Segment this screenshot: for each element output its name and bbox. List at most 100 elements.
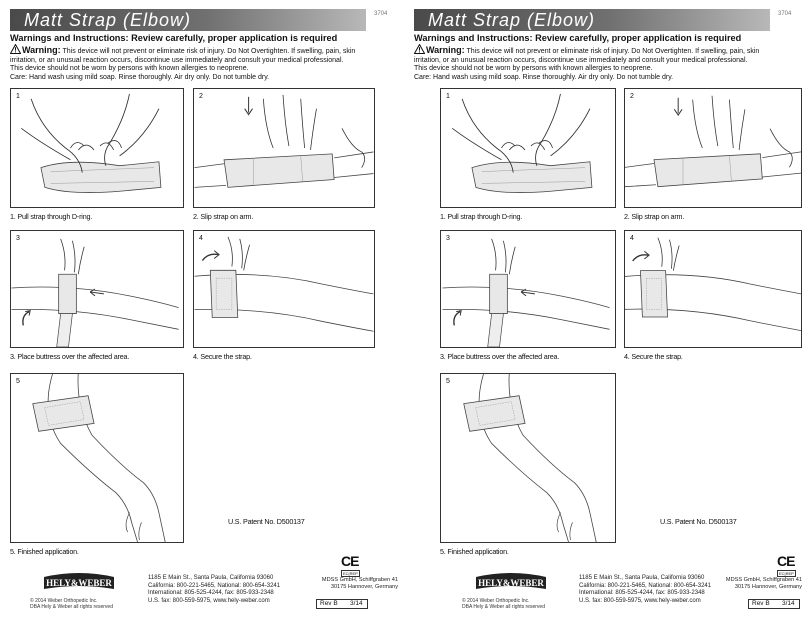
hands-pulling-strap-drawing — [21, 93, 162, 193]
warnings-text: Warning: This device will not prevent or… — [10, 44, 370, 82]
step-4-number: 4 — [199, 235, 203, 242]
warning-label: Warning: — [426, 45, 465, 55]
step-1-number: 1 — [446, 93, 450, 100]
us-address-line-3: International: 805-525-4244, fax: 805-93… — [579, 590, 705, 597]
step-3-caption: 3. Place buttress over the affected area… — [10, 352, 130, 361]
finished-application-drawing — [463, 374, 597, 542]
step-4-caption: 4. Secure the strap. — [624, 352, 683, 361]
patent-number: U.S. Patent No. D500137 — [660, 517, 737, 526]
step-2-caption: 2. Slip strap on arm. — [624, 212, 685, 221]
ec-rep-box: EC|REP — [777, 570, 796, 577]
care-line: Care: Hand wash using mild soap. Rinse t… — [10, 73, 270, 81]
strap-on-arm-drawing — [625, 95, 801, 188]
us-address-line-1: 1185 E Main St., Santa Paula, California… — [579, 575, 705, 581]
part-number: 3704 — [778, 11, 792, 17]
revision-date: 3/14 — [782, 600, 795, 607]
revision-box: Rev B 3/14 — [316, 599, 368, 609]
secure-strap-drawing — [625, 237, 801, 331]
buttress-placement-drawing — [442, 238, 610, 347]
care-line: Care: Hand wash using mild soap. Rinse t… — [414, 73, 674, 81]
eu-address-line-1: MDSS GmbH, Schiffgraben 41 — [321, 577, 398, 583]
us-address: 1185 E Main St., Santa Paula, California… — [579, 575, 711, 605]
step-5-illustration: 5 — [440, 373, 616, 543]
eu-address-line-1: MDSS GmbH, Schiffgraben 41 — [725, 577, 802, 583]
patent-number: U.S. Patent No. D500137 — [228, 517, 305, 526]
copyright-line-1: © 2014 Weber Orthopedic Inc. — [30, 598, 98, 604]
step-1-number: 1 — [16, 93, 20, 100]
finished-application-drawing — [32, 374, 166, 542]
step-2-illustration: 2 — [624, 88, 802, 208]
eu-address-line-2: 30175 Hannover, Germany — [734, 584, 802, 591]
ce-mark: CE — [777, 553, 795, 569]
us-address-line-2: California: 800-221-5465, National: 800-… — [579, 582, 712, 589]
hely-weber-logo: HELY&WEBER — [44, 573, 114, 589]
step-5-number: 5 — [446, 378, 450, 385]
step-4-illustration: 4 — [193, 230, 375, 348]
document-title: Matt Strap (Elbow) — [428, 10, 596, 30]
step-5-caption: 5. Finished application. — [10, 547, 79, 556]
secure-strap-drawing — [194, 236, 374, 332]
warning-triangle-icon — [414, 44, 425, 54]
step-3-number: 3 — [446, 235, 450, 242]
title-banner: Matt Strap (Elbow) — [10, 9, 366, 31]
copyright: © 2014 Weber Orthopedic Inc. DBA Hely & … — [30, 598, 113, 610]
ce-certification: CE EC|REP — [777, 553, 799, 579]
copyright: © 2014 Weber Orthopedic Inc. DBA Hely & … — [462, 598, 545, 610]
revision-box: Rev B 3/14 — [748, 599, 800, 609]
step-5-illustration: 5 — [10, 373, 184, 543]
eu-address-line-2: 30175 Hannover, Germany — [330, 584, 398, 591]
eu-address: MDSS GmbH, Schiffgraben 41 30175 Hannove… — [694, 577, 802, 591]
warning-line-3: This device should not be worn by person… — [10, 65, 249, 73]
warning-label: Warning: — [22, 45, 61, 55]
step-1-caption: 1. Pull strap through D-ring. — [10, 212, 93, 221]
warnings-text: Warning: This device will not prevent or… — [414, 44, 774, 82]
copyright-line-2: DBA Hely & Weber all rights reserved — [462, 604, 545, 610]
us-address: 1185 E Main St., Santa Paula, California… — [148, 575, 280, 605]
warnings-heading: Warnings and Instructions: Review carefu… — [10, 33, 338, 43]
logo-text: HELY&WEBER — [46, 578, 112, 588]
revision-label: Rev B — [320, 600, 338, 607]
buttress-placement-drawing — [11, 238, 179, 347]
step-3-illustration: 3 — [10, 230, 184, 348]
step-3-illustration: 3 — [440, 230, 616, 348]
step-1-illustration: 1 — [10, 88, 184, 208]
step-5-caption: 5. Finished application. — [440, 547, 509, 556]
step-3-caption: 3. Place buttress over the affected area… — [440, 352, 560, 361]
ce-mark: CE — [341, 553, 359, 569]
us-address-line-4: U.S. fax: 800-559-5975, www.hely-weber.c… — [148, 597, 270, 604]
step-3-number: 3 — [16, 235, 20, 242]
logo-text: HELY&WEBER — [478, 578, 544, 588]
step-2-number: 2 — [199, 93, 203, 100]
instruction-sheet-right: Matt Strap (Elbow) 3704 Warnings and Ins… — [404, 0, 808, 621]
copyright-line-2: DBA Hely & Weber all rights reserved — [30, 604, 113, 610]
us-address-line-1: 1185 E Main St., Santa Paula, California… — [148, 575, 274, 581]
step-1-illustration: 1 — [440, 88, 616, 208]
title-banner: Matt Strap (Elbow) — [414, 9, 770, 31]
hely-weber-logo: HELY&WEBER — [476, 573, 546, 589]
us-address-line-4: U.S. fax: 800-559-5975, www.hely-weber.c… — [579, 597, 701, 604]
warnings-heading: Warnings and Instructions: Review carefu… — [414, 33, 742, 43]
step-2-caption: 2. Slip strap on arm. — [193, 212, 254, 221]
revision-label: Rev B — [752, 600, 770, 607]
step-4-caption: 4. Secure the strap. — [193, 352, 252, 361]
us-address-line-3: International: 805-525-4244, fax: 805-93… — [148, 590, 274, 597]
step-2-illustration: 2 — [193, 88, 375, 208]
step-5-number: 5 — [16, 378, 20, 385]
document-title: Matt Strap (Elbow) — [24, 10, 192, 30]
revision-date: 3/14 — [350, 600, 363, 607]
step-1-caption: 1. Pull strap through D-ring. — [440, 212, 523, 221]
step-4-illustration: 4 — [624, 230, 802, 348]
warning-line-1: This device will not prevent or eliminat… — [464, 48, 760, 55]
part-number: 3704 — [374, 11, 388, 17]
hands-pulling-strap-drawing — [452, 93, 593, 193]
step-2-number: 2 — [630, 93, 634, 100]
copyright-line-1: © 2014 Weber Orthopedic Inc. — [462, 598, 530, 604]
warning-line-2: irritation, or an unusual reaction occur… — [10, 56, 344, 64]
ec-rep-box: EC|REP — [341, 570, 360, 577]
us-address-line-2: California: 800-221-5465, National: 800-… — [148, 582, 281, 589]
ce-certification: CE EC|REP — [341, 553, 363, 579]
strap-on-arm-drawing — [194, 94, 374, 188]
warning-triangle-icon — [10, 44, 21, 54]
instruction-sheet-left: Matt Strap (Elbow) 3704 Warnings and Ins… — [10, 9, 398, 610]
eu-address: MDSS GmbH, Schiffgraben 41 30175 Hannove… — [290, 577, 398, 591]
